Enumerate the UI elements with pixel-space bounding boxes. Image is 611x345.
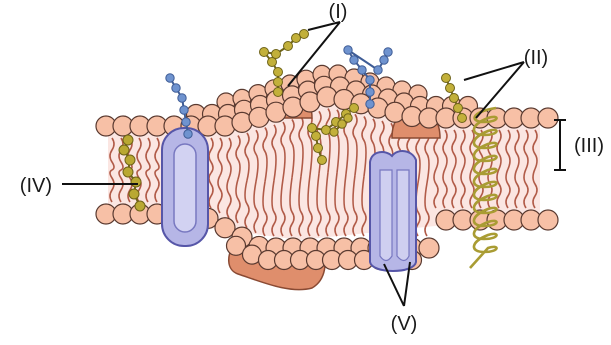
label-i: (I) (329, 1, 348, 23)
carbohydrate-bead-chain-icon (366, 76, 374, 84)
carbohydrate-bead-chain-icon (180, 106, 188, 114)
carbohydrate-bead-chain-icon (380, 56, 388, 64)
carbohydrate-bead-chain-icon (123, 135, 133, 145)
carbohydrate-bead-chain-icon (274, 78, 283, 87)
carbohydrate-bead-chain-icon (442, 74, 451, 83)
phospholipid-head-icon (538, 210, 558, 230)
carbohydrate-bead-chain-icon (172, 84, 180, 92)
carbohydrate-bead-chain-icon (454, 104, 463, 113)
carbohydrate-bead-chain-icon (322, 126, 331, 135)
carbohydrate-bead-chain-icon (350, 104, 359, 113)
label-v: (V) (391, 313, 418, 335)
carbohydrate-bead-chain-icon (119, 145, 129, 155)
carbohydrate-bead-chain-icon (125, 155, 135, 165)
carbohydrate-bead-chain-icon (344, 114, 352, 122)
label-ii: (II) (524, 47, 548, 69)
carbohydrate-bead-chain-icon (166, 74, 174, 82)
carbohydrate-bead-chain-icon (274, 68, 283, 77)
carbohydrate-bead-chain-icon (300, 30, 309, 39)
carbohydrate-bead-chain-icon (308, 124, 317, 133)
label-iv: (IV) (20, 175, 52, 197)
channel-protein-right (370, 151, 416, 271)
carbohydrate-bead-chain-icon (314, 144, 323, 153)
carbohydrate-bead-chain-icon (366, 100, 374, 108)
carbohydrate-bead-chain-icon (446, 84, 455, 93)
carbohydrate-bead-chain-icon (272, 50, 281, 59)
carbohydrate-bead-chain-icon (274, 88, 283, 97)
carbohydrate-bead-chain-icon (182, 118, 190, 126)
carbohydrate-bead-chain-icon (384, 48, 392, 56)
label-iii: (III) (574, 135, 604, 157)
carbohydrate-bead-chain-icon (330, 128, 338, 136)
carbohydrate-bead-chain-icon (366, 88, 374, 96)
carbohydrate-bead-chain-icon (374, 66, 382, 74)
carbohydrate-bead-chain-icon (284, 42, 293, 51)
carbohydrate-bead-chain-icon (344, 46, 352, 54)
carbohydrate-bead-chain-icon (135, 201, 145, 211)
carbohydrate-bead-chain-icon (178, 94, 186, 102)
carbohydrate-bead-chain-icon (184, 130, 192, 138)
carbohydrate-bead-chain-icon (131, 177, 141, 187)
carbohydrate-bead-chain-icon (458, 114, 467, 123)
carbohydrate-bead-chain-icon (123, 167, 133, 177)
phospholipid-head-icon (538, 108, 558, 128)
integral-protein-left (162, 128, 208, 246)
carbohydrate-bead-chain-icon (358, 66, 366, 74)
phospholipid-head-icon (419, 238, 439, 258)
carbohydrate-bead-chain-icon (260, 48, 269, 57)
carbohydrate-bead-chain-icon (350, 56, 358, 64)
carbohydrate-bead-chain-icon (450, 94, 459, 103)
carbohydrate-bead-chain-icon (318, 156, 327, 165)
carbohydrate-bead-chain-icon (129, 189, 139, 199)
